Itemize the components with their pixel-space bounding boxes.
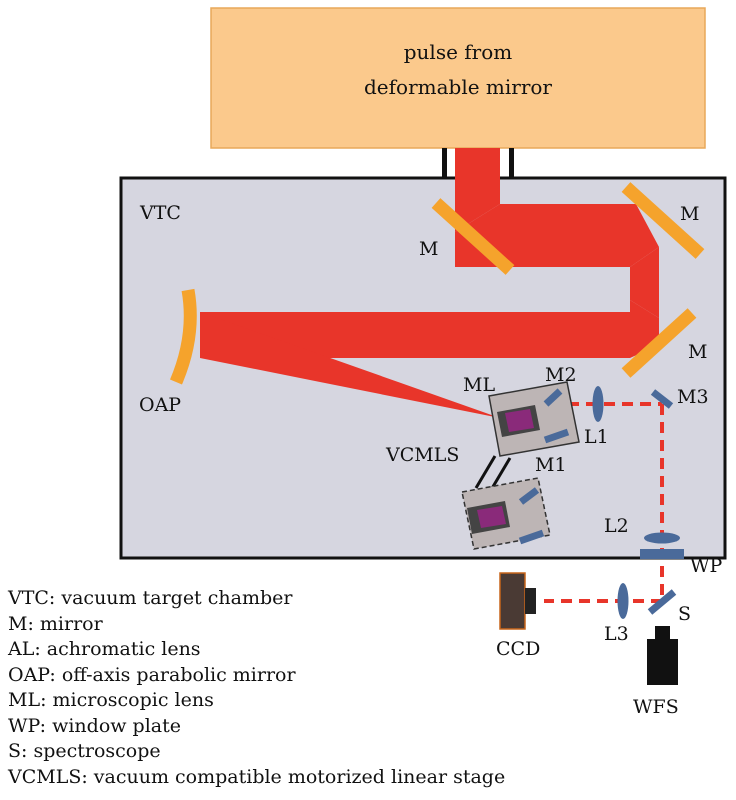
ccd-lens (525, 588, 536, 614)
label-m-left: M (419, 238, 438, 260)
ml-objective-lens (505, 409, 534, 432)
legend-item: AL: achromatic lens (8, 638, 201, 660)
legend-item: M: mirror (8, 612, 103, 635)
ccd-body (499, 572, 526, 630)
lens-l3 (617, 583, 629, 619)
label-l1: L1 (584, 426, 609, 448)
label-oap: OAP (139, 394, 181, 416)
ml-objective-lens-alternate (477, 506, 506, 528)
label-m-right: M (688, 341, 707, 363)
lens-l1 (592, 386, 604, 422)
stage-rail-right (489, 457, 512, 491)
window-plate (640, 549, 684, 559)
legend-item: WP: window plate (8, 714, 182, 737)
spectroscope (647, 589, 677, 615)
legend-item: VTC: vacuum target chamber (8, 587, 293, 609)
label-s: S (678, 603, 691, 625)
source-box (210, 7, 706, 149)
mirror-m3 (650, 389, 674, 409)
label-m3: M3 (677, 386, 709, 408)
mirror-oap (169, 288, 197, 385)
legend-item: ML: microscopic lens (8, 689, 214, 711)
mirror-m1 (543, 428, 570, 444)
label-wfs: WFS (633, 696, 679, 718)
beam-right-vertical (630, 247, 659, 318)
beam-focus-cone (200, 312, 500, 418)
stage-rail-left (474, 455, 497, 489)
label-wp: WP (690, 555, 723, 577)
label-l3: L3 (604, 623, 629, 645)
source-label-line2: deformable mirror (364, 75, 552, 99)
feedthrough-left (442, 148, 447, 178)
label-ml: ML (463, 374, 495, 396)
beam-lower-horizontal (200, 300, 659, 358)
mirror-m1-alternate (518, 529, 545, 545)
source-label-line1: pulse from (404, 40, 513, 64)
mirror-m-top-right (621, 182, 705, 259)
legend-item: S: spectroscope (8, 740, 161, 762)
mirror-m-left (431, 198, 515, 275)
label-m-top-right: M (680, 203, 699, 225)
beam-upper-horizontal (455, 204, 659, 267)
wfs-lens (655, 626, 670, 639)
abbreviation-legend: VTC: vacuum target chamber M: mirror AL:… (8, 586, 505, 790)
mirror-m2-alternate (518, 487, 540, 505)
label-ccd: CCD (496, 638, 540, 660)
label-l2: L2 (604, 515, 629, 537)
label-m1: M1 (535, 454, 567, 476)
label-vcmls: VCMLS (385, 444, 459, 466)
wfs-body (647, 639, 678, 685)
legend-item: VCMLS: vacuum compatible motorized linea… (8, 765, 506, 788)
lens-l2 (644, 532, 680, 544)
mirror-m-right (621, 308, 697, 378)
label-m2: M2 (545, 364, 577, 386)
mirror-m2 (543, 388, 563, 407)
feedthrough-right (509, 148, 514, 178)
label-vtc: VTC (139, 202, 181, 224)
legend-item: OAP: off-axis parabolic mirror (8, 663, 296, 686)
